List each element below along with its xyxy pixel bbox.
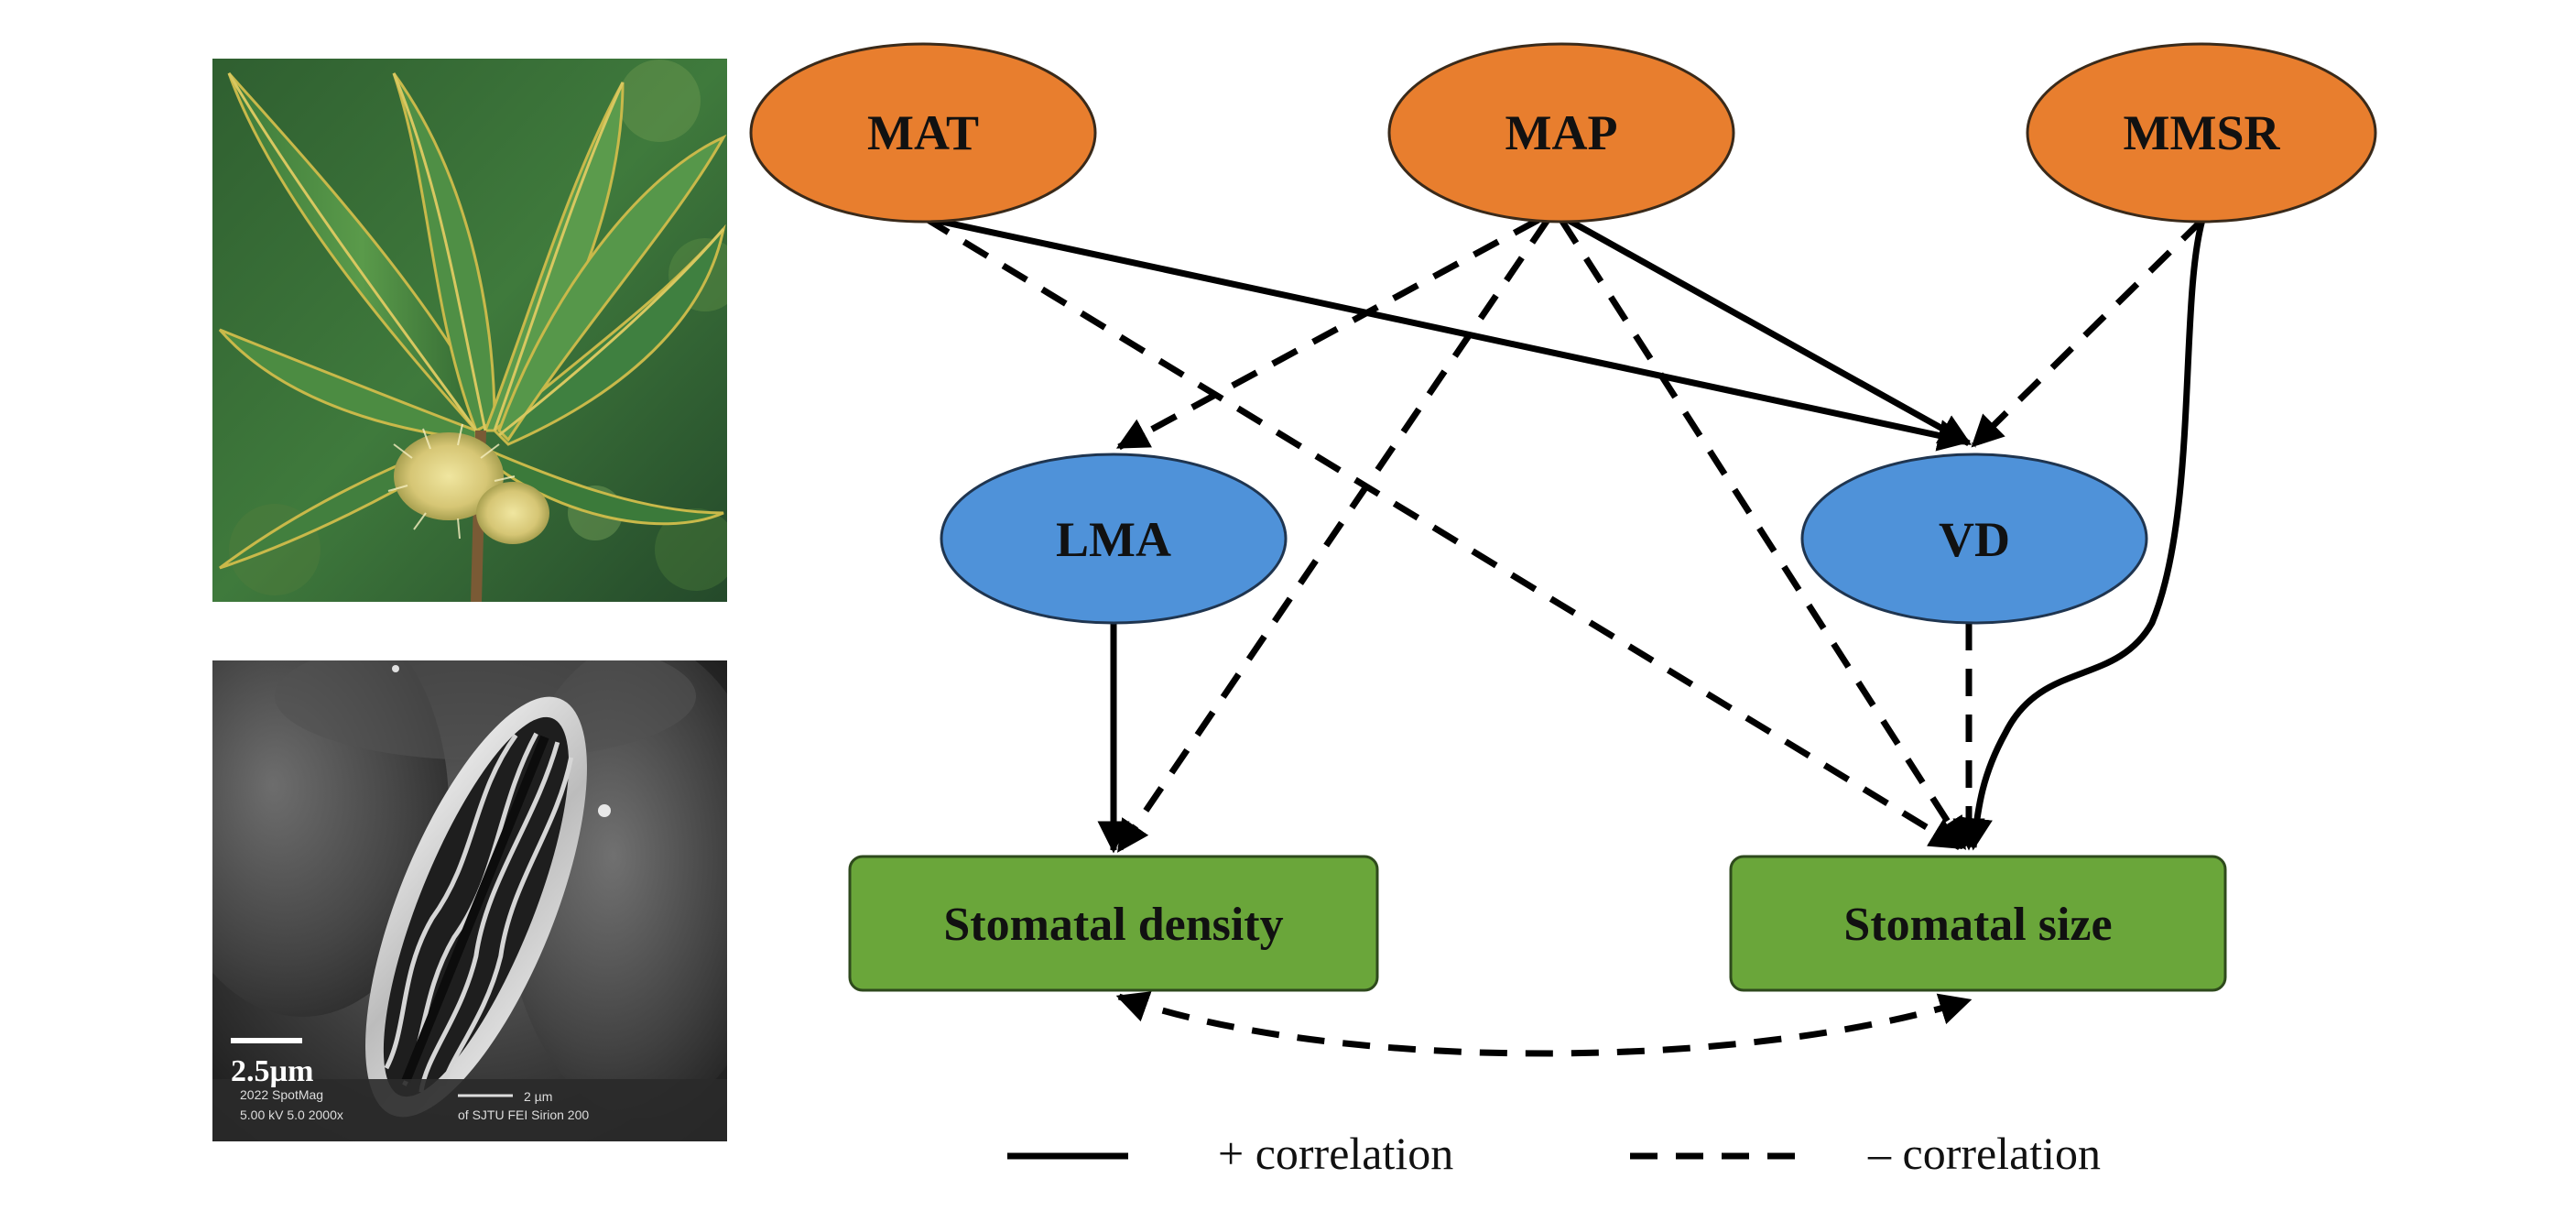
node-lma-label: LMA [1056,512,1171,567]
node-stomatal-size: Stomatal size [1729,855,2227,992]
node-stomatal-density-label: Stomatal density [943,899,1283,951]
stomata-sem-image: 2.5µm 2022 SpotMag 5.00 kV 5.0 2000x 2 µ… [212,660,727,1141]
node-mmsr: MMSR [2026,42,2377,224]
sem-info-line-4: of SJTU FEI Sirion 200 [458,1107,589,1122]
edge-mat-to-vd [924,214,1971,452]
node-map: MAP [1387,42,1735,224]
node-stomatal-density: Stomatal density [848,855,1379,992]
chestnut-leaf-photo [212,59,727,602]
node-lma: LMA [940,453,1288,625]
sem-info-line-2: 5.00 kV 5.0 2000x [240,1107,343,1122]
legend-negative-label: – correlation [1867,1128,2101,1179]
nodes: MAT MAP MMSR LMA VD Stomatal density Sto… [749,42,2377,992]
edge-mat-to-stomatal-size [923,215,1962,850]
edge-stomatal-density-to-stomatal-size [1115,991,1973,1057]
edge-map-to-lma [1115,216,1540,451]
legend: + correlation – correlation [1007,1128,2101,1179]
node-stomatal-size-label: Stomatal size [1843,899,2112,951]
sem-info-line-3: 2 µm [524,1089,552,1104]
edge-mmsr-to-stomatal-size [1961,219,2206,851]
edge-map-to-stomatal-density [1116,218,1550,853]
sem-info-line-1: 2022 SpotMag [240,1087,323,1102]
node-mat-label: MAT [867,105,979,160]
edge-map-to-stomatal-size [1559,218,1967,850]
node-mat: MAT [749,42,1097,224]
node-vd: VD [1800,453,2148,625]
legend-positive-label: + correlation [1218,1128,1453,1179]
node-mmsr-label: MMSR [2124,105,2281,160]
edges [923,214,2206,1057]
node-vd-label: VD [1939,512,2010,567]
node-map-label: MAP [1505,105,1618,160]
edge-map-to-vd [1566,216,1973,447]
sem-scale-label: 2.5µm [231,1054,313,1088]
edge-mmsr-to-vd [1971,217,2205,448]
